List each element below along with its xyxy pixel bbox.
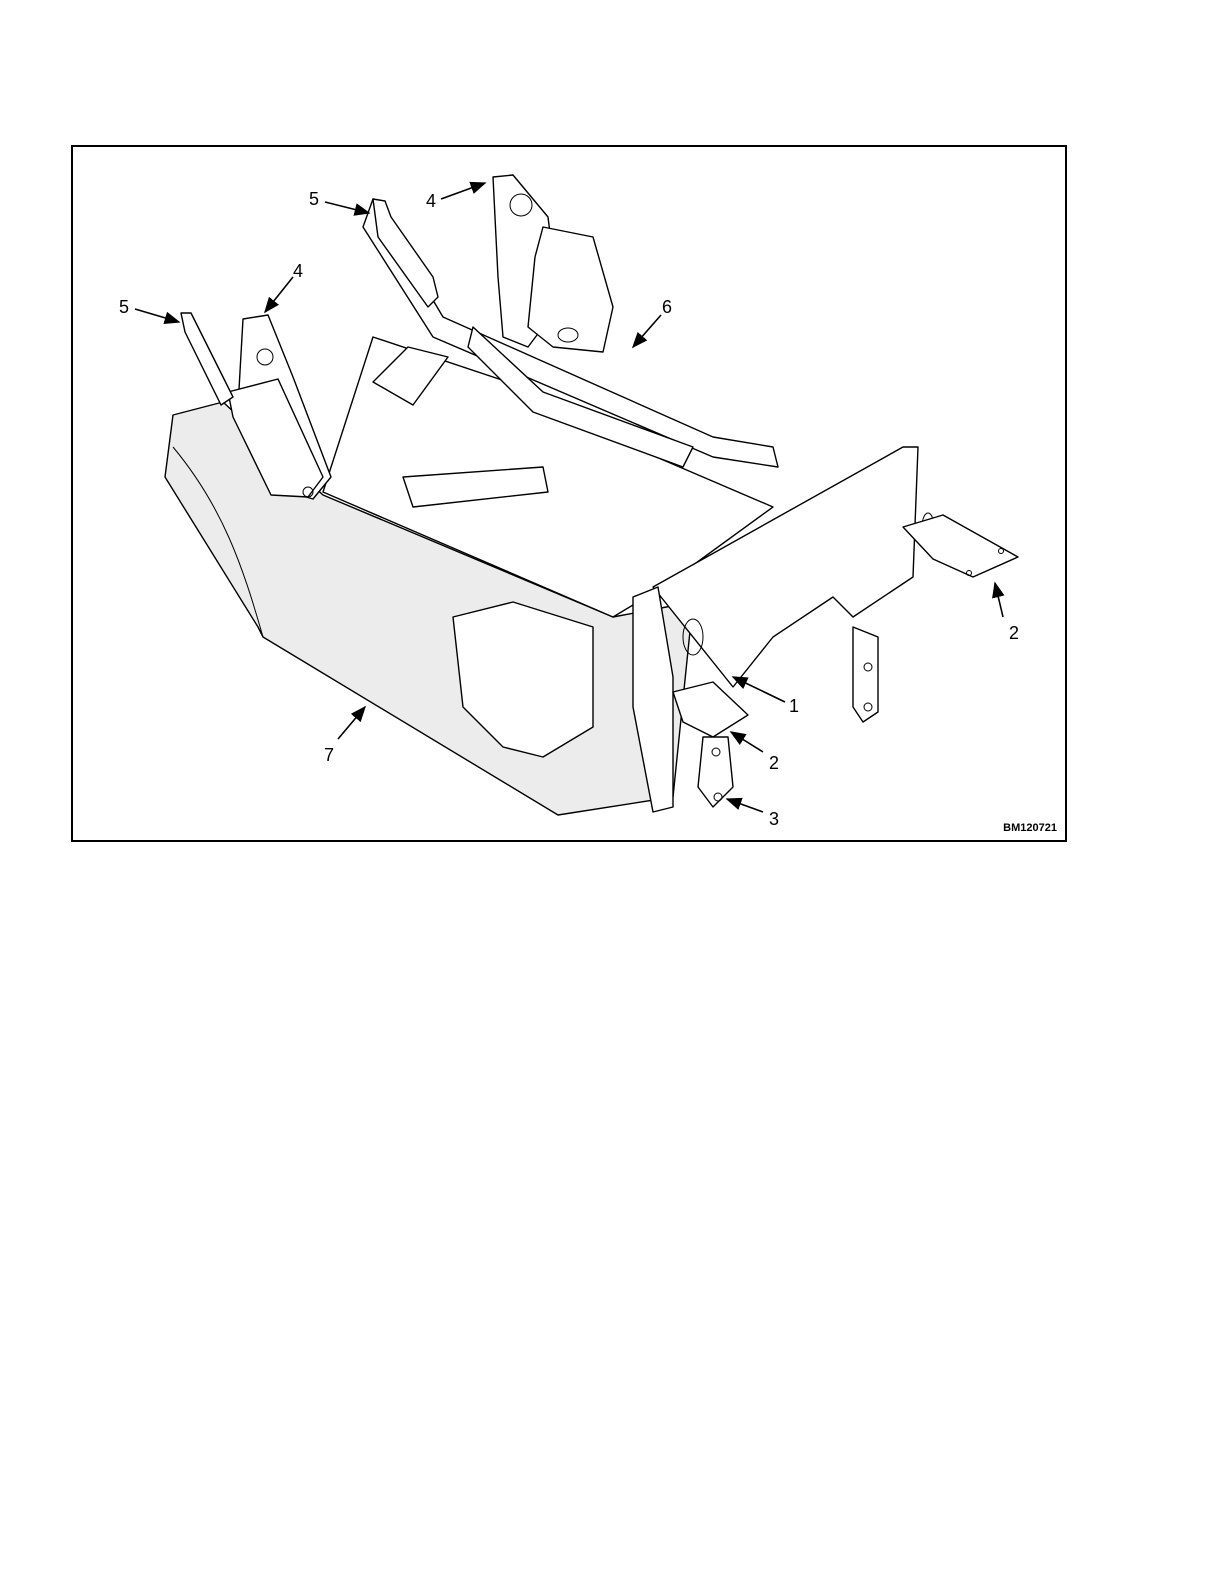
leader-7 bbox=[338, 707, 365, 739]
leader-3 bbox=[727, 799, 763, 812]
leader-5-top bbox=[325, 202, 369, 213]
leader-6 bbox=[633, 315, 661, 347]
callout-2-right: 2 bbox=[1009, 623, 1019, 643]
callout-4-top: 4 bbox=[426, 191, 436, 211]
leader-4-left bbox=[265, 277, 293, 312]
mount-plate-lower bbox=[673, 682, 748, 737]
leader-1 bbox=[733, 677, 785, 702]
leader-5-left bbox=[135, 309, 179, 322]
callout-3: 3 bbox=[769, 809, 779, 829]
callout-5-left: 5 bbox=[119, 297, 129, 317]
leader-2-lower bbox=[731, 732, 763, 752]
figure-id: BM120721 bbox=[1003, 822, 1057, 834]
mount-plate-right bbox=[903, 515, 1018, 577]
callout-1: 1 bbox=[789, 696, 799, 716]
leader-2-right bbox=[995, 583, 1003, 617]
leader-4-top bbox=[441, 183, 485, 199]
mount-bracket-lower bbox=[698, 737, 733, 807]
callout-2-lower: 2 bbox=[769, 753, 779, 773]
fender-flange-left bbox=[181, 313, 233, 405]
rear-upright-right-box bbox=[528, 227, 613, 352]
frame-assembly-illustration: 1 2 2 3 4 4 5 5 6 7 bbox=[73, 147, 1067, 842]
callout-4-left: 4 bbox=[293, 261, 303, 281]
callout-7: 7 bbox=[324, 745, 334, 765]
callout-5-top: 5 bbox=[309, 189, 319, 209]
mount-bracket-right bbox=[853, 627, 878, 722]
callout-6: 6 bbox=[662, 297, 672, 317]
figure-frame: 1 2 2 3 4 4 5 5 6 7 BM120721 bbox=[71, 145, 1067, 842]
